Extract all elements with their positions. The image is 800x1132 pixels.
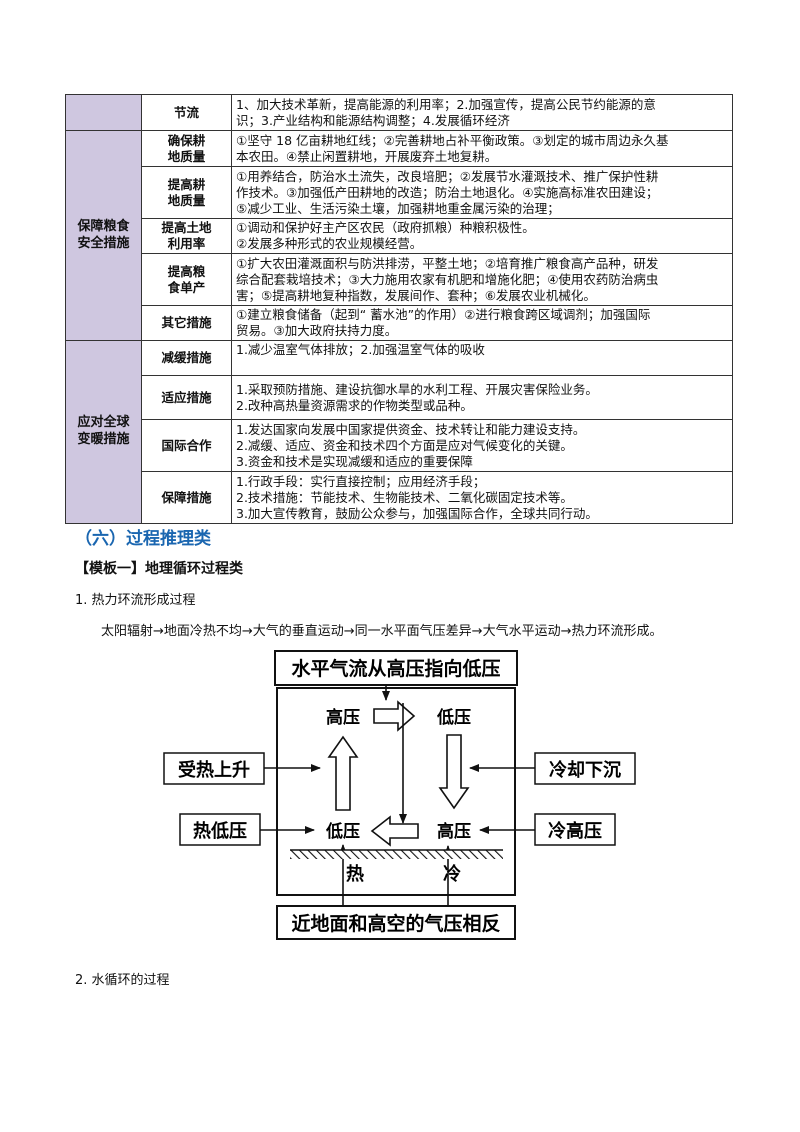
ground-hatch [290, 850, 503, 859]
bottom-caption-box [276, 905, 516, 940]
left-lower-label: 热低压 [193, 820, 247, 842]
process-chain-text: 太阳辐射→地面冷热不均→大气的垂直运动→同一水平面气压差异→大气水平运动→热力环… [101, 624, 663, 639]
row-content: 1.采取预防措施、建设抗御水旱的水利工程、开展灾害保险业务。 2.改种高热量资源… [231, 375, 733, 420]
cold-label: 冷 [443, 863, 461, 885]
top-caption: 水平气流从高压指向低压 [291, 657, 500, 680]
table-row: 适应措施 1.采取预防措施、建设抗御水旱的水利工程、开展灾害保险业务。 2.改种… [66, 375, 733, 420]
row-label: 适应措施 [141, 375, 232, 420]
row-content: 1.发达国家向发展中国家提供资金、技术转让和能力建设支持。 2.减缓、适应、资金… [231, 419, 733, 472]
sinking-air-arrow [438, 734, 470, 810]
row-label: 减缓措施 [141, 340, 232, 376]
table-row: 提高粮 食单产 ①扩大农田灌溉面积与防洪排涝，平整土地；②培育推广粮食高产品种，… [66, 253, 733, 306]
left-lower-box [179, 813, 261, 846]
table-category-blank [65, 94, 142, 131]
row-label: 其它措施 [141, 305, 232, 341]
high-pressure-bottom: 高压 [437, 821, 471, 842]
left-upper-label: 受热上升 [178, 759, 250, 781]
low-pressure-bottom: 低压 [325, 821, 360, 842]
row-content: ①坚守 18 亿亩耕地红线；②完善耕地占补平衡政策。③划定的城市周边永久基 本农… [231, 130, 733, 167]
row-label: 提高耕 地质量 [141, 166, 232, 219]
row-content: 1.减少温室气体排放；2.加强温室气体的吸收 [231, 340, 733, 376]
right-lower-box [534, 813, 616, 846]
measures-table: 节流 1、加大技术革新，提高能源的利用率；2.加强宣传，提高公民节约能源的意 识… [65, 94, 733, 524]
table-row: 节流 1、加大技术革新，提高能源的利用率；2.加强宣传，提高公民节约能源的意 识… [65, 94, 733, 131]
table-row: 保障措施 1.行政手段：实行直接控制；应用经济手段； 2.技术措施：节能技术、生… [66, 471, 733, 524]
table-row: 应对全球 变暖措施 减缓措施 1.减少温室气体排放；2.加强温室气体的吸收 [65, 340, 733, 524]
item-heading-2: 2. 水循环的过程 [75, 973, 170, 988]
rising-air-arrow [327, 735, 359, 811]
table-row: 国际合作 1.发达国家向发展中国家提供资金、技术转让和能力建设支持。 2.减缓、… [66, 419, 733, 472]
upper-flow-arrow [373, 700, 416, 732]
circulation-frame [276, 687, 516, 896]
lower-flow-arrow [370, 815, 419, 847]
category-global-warming: 应对全球 变暖措施 [65, 340, 142, 524]
table-row: 保障粮食 安全措施 确保耕 地质量 ①坚守 18 亿亩耕地红线；②完善耕地占补平… [65, 130, 733, 341]
high-pressure-top: 高压 [326, 707, 360, 728]
template-title: 【模板一】地理循环过程类 [75, 561, 243, 577]
hot-label: 热 [346, 863, 364, 885]
row-label-jieliu: 节流 [141, 94, 232, 131]
low-pressure-top: 低压 [436, 707, 471, 728]
row-label: 提高粮 食单产 [141, 253, 232, 306]
right-lower-label: 冷高压 [548, 820, 602, 842]
section-title: （六）过程推理类 [75, 529, 211, 549]
row-content: ①用养结合，防治水土流失，改良培肥；②发展节水灌溉技术、推广保护性耕 作技术。③… [231, 166, 733, 219]
top-caption-box [274, 650, 518, 686]
row-content: ①扩大农田灌溉面积与防洪排涝，平整土地；②培育推广粮食高产品种，研发 综合配套栽… [231, 253, 733, 306]
bottom-caption: 近地面和高空的气压相反 [291, 912, 500, 935]
row-content-jieliu: 1、加大技术革新，提高能源的利用率；2.加强宣传，提高公民节约能源的意 识；3.… [231, 94, 733, 131]
right-upper-label: 冷却下沉 [549, 759, 621, 781]
table-row: 提高耕 地质量 ①用养结合，防治水土流失，改良培肥；②发展节水灌溉技术、推广保护… [66, 166, 733, 219]
row-content: 1.行政手段：实行直接控制；应用经济手段； 2.技术措施：节能技术、生物能技术、… [231, 471, 733, 524]
row-label: 保障措施 [141, 471, 232, 524]
item-heading: 1. 热力环流形成过程 [75, 593, 196, 608]
left-upper-box [163, 752, 265, 785]
